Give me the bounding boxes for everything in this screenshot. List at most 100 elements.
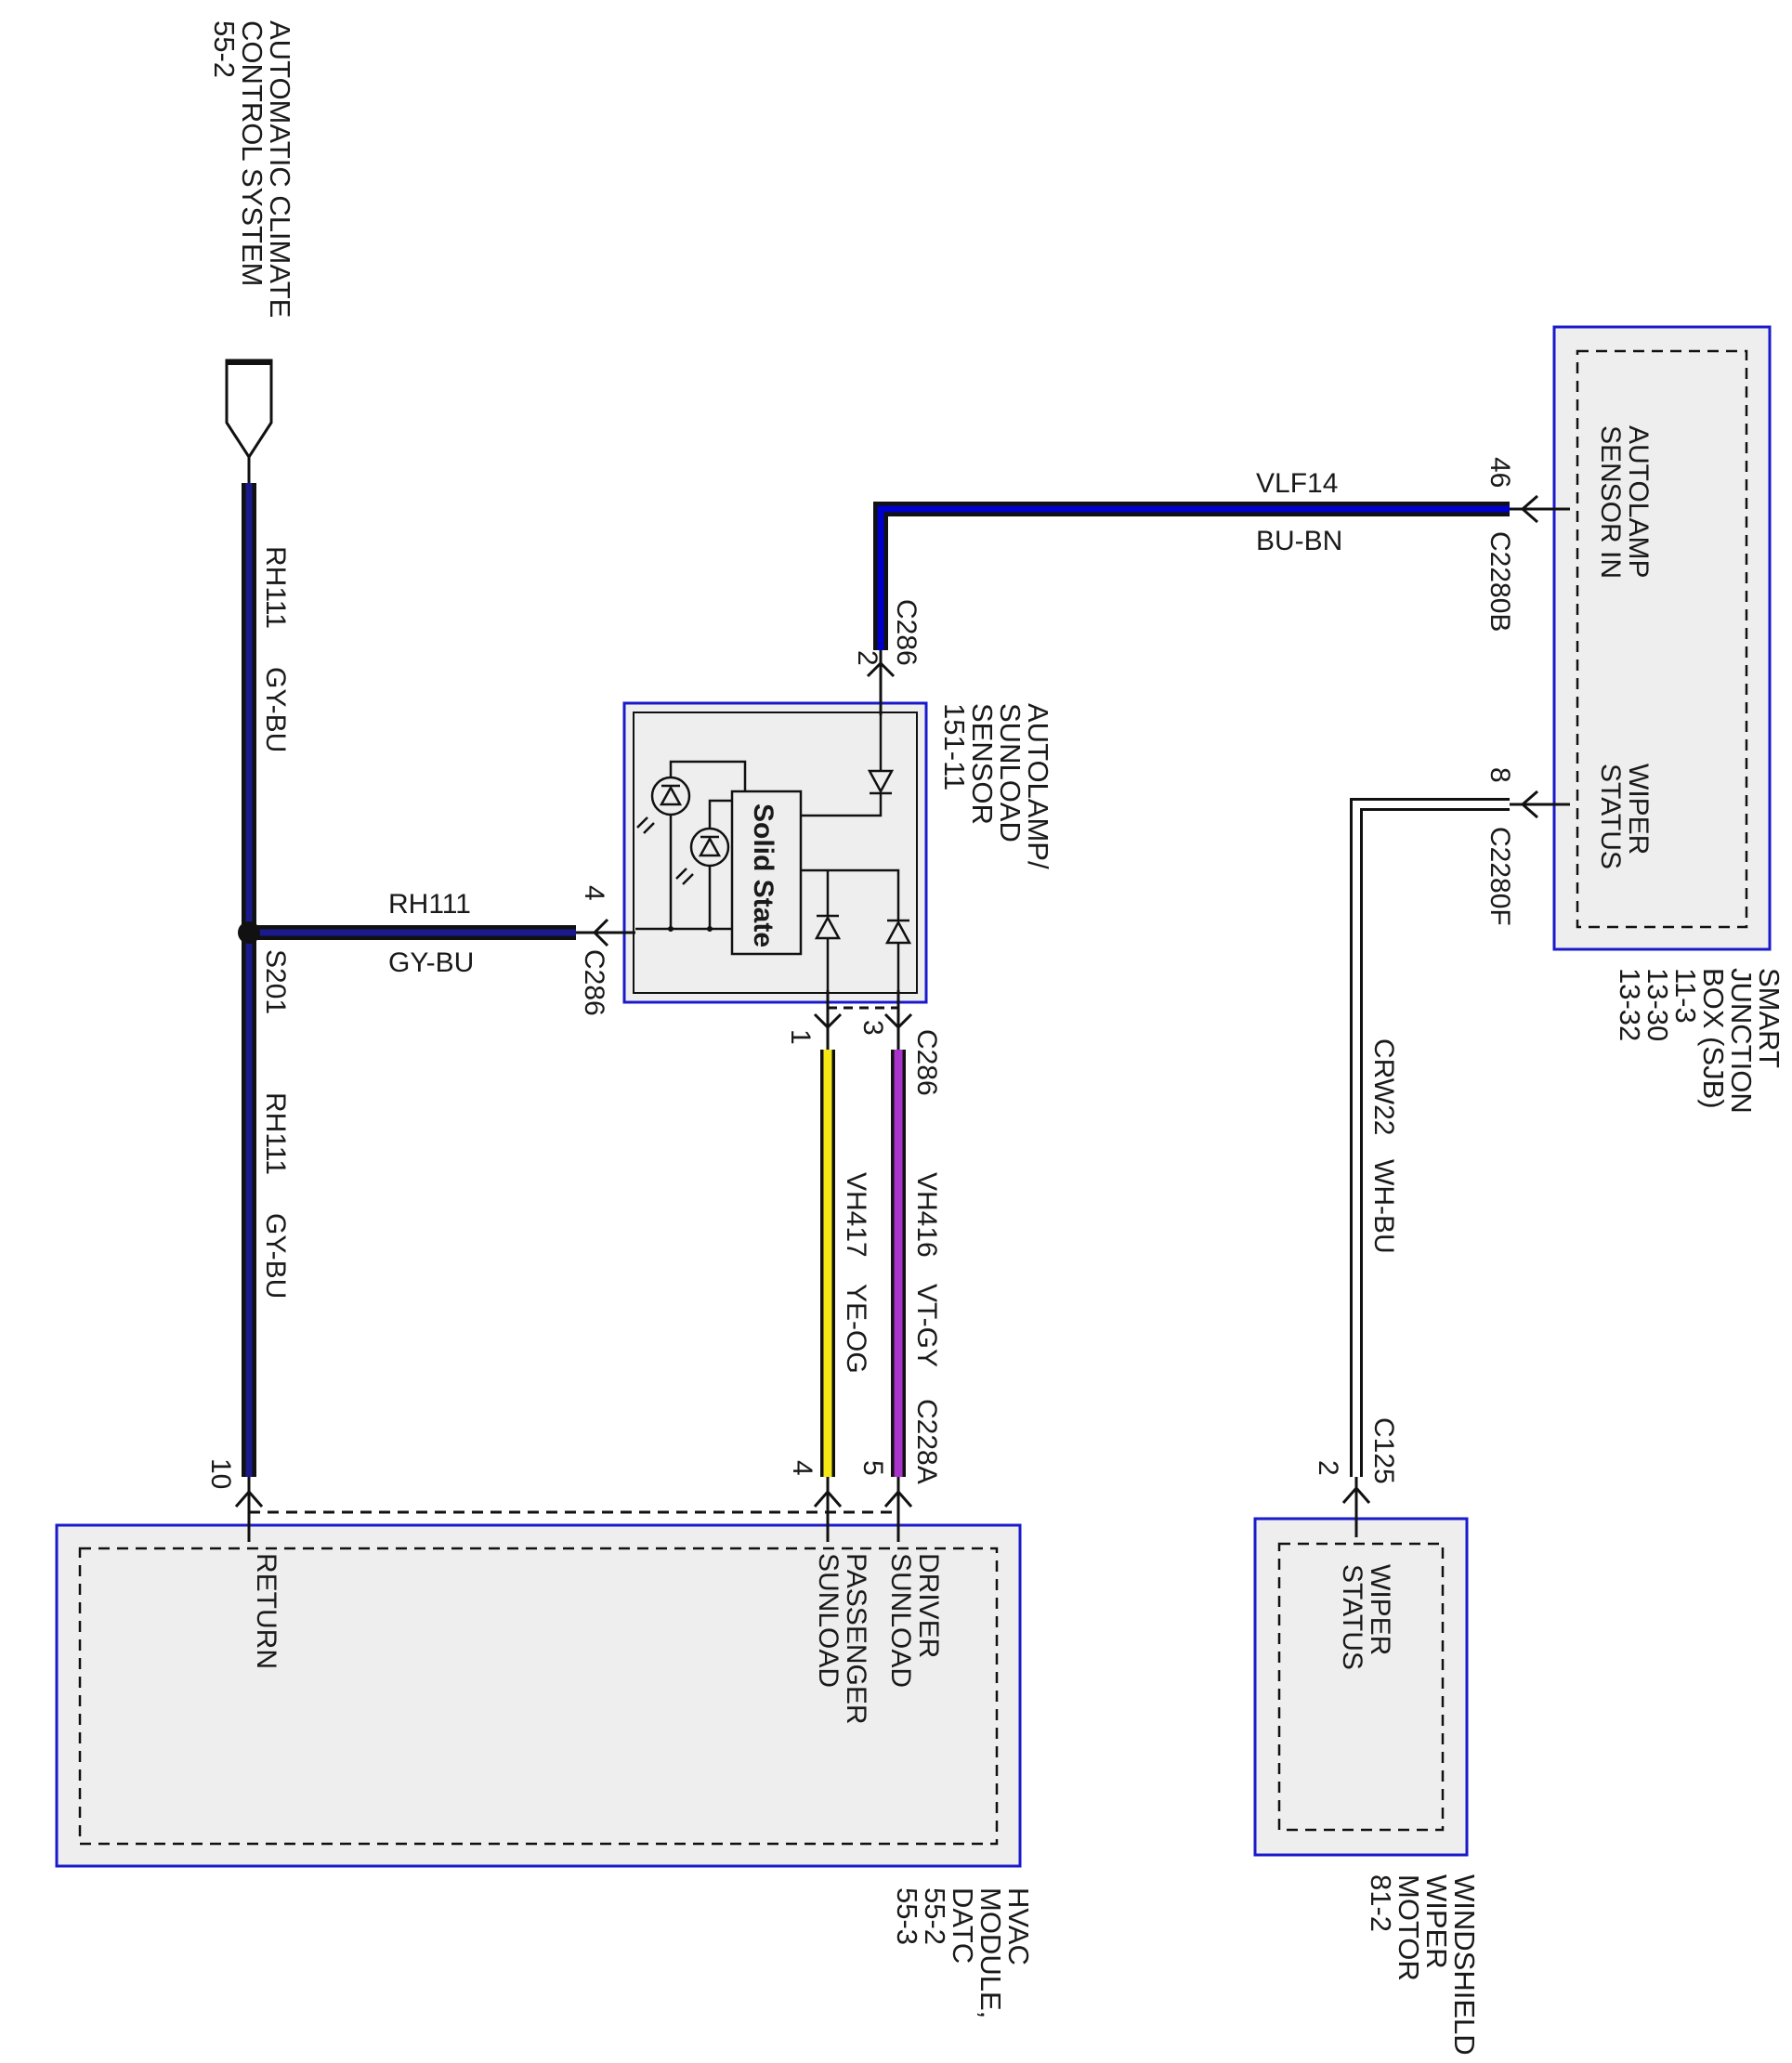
svg-text:S201: S201 bbox=[260, 949, 291, 1014]
svg-text:AUTOLAMP: AUTOLAMP bbox=[1623, 425, 1654, 579]
hvac-line-4: 55-2 bbox=[919, 1887, 951, 1945]
circuit-label: VH416 bbox=[911, 1172, 942, 1258]
hvac-pin-4: 4 bbox=[787, 1460, 818, 1476]
svg-text:C2280F: C2280F bbox=[1485, 827, 1515, 926]
svg-text:10: 10 bbox=[205, 1458, 236, 1489]
svg-text:46: 46 bbox=[1485, 457, 1515, 488]
hvac-pin-return: RETURN bbox=[251, 1553, 281, 1669]
svg-text:C228A: C228A bbox=[911, 1399, 942, 1484]
sjb-connector-c2280b: C2280B bbox=[1485, 531, 1515, 632]
color-code-label: VT-GY bbox=[911, 1284, 942, 1367]
sjb-pin-wiper-status: WIPER STATUS bbox=[1595, 764, 1654, 869]
wiper-pin-wiper-status: WIPER STATUS bbox=[1337, 1564, 1395, 1670]
wire-crw22 bbox=[1350, 798, 1510, 1477]
hvac-line-1: HVAC bbox=[1002, 1887, 1035, 1965]
sensor-line-4: 151-11 bbox=[938, 703, 971, 790]
sjb-line-4: 11-3 bbox=[1669, 968, 1702, 1024]
wire-vlf14 bbox=[873, 502, 1510, 650]
sensor-pin-2: 2 bbox=[852, 650, 883, 666]
sensor-pin-3: 3 bbox=[857, 1020, 888, 1036]
sjb-box[interactable] bbox=[1552, 325, 1772, 951]
svg-text:C125: C125 bbox=[1368, 1417, 1399, 1484]
sensor-internals bbox=[635, 715, 912, 990]
circuit-label: VH417 bbox=[841, 1172, 871, 1258]
svg-text:2: 2 bbox=[852, 650, 883, 666]
svg-text:SUNLOAD: SUNLOAD bbox=[813, 1553, 844, 1688]
sensor-line-3: SENSOR bbox=[966, 703, 999, 825]
svg-text:4: 4 bbox=[579, 885, 609, 901]
hvac-pin-5: 5 bbox=[857, 1460, 888, 1476]
sjb-connector-c2280f: C2280F bbox=[1485, 827, 1515, 926]
hvac-pin-passenger-sunload: PASSENGER SUNLOAD bbox=[813, 1553, 871, 1725]
sensor-line-1: AUTOLAMP/ bbox=[1022, 703, 1054, 869]
sensor-junction-dot bbox=[668, 926, 674, 932]
sjb-line-5: 13-30 bbox=[1642, 968, 1674, 1041]
wire-label-rh111-lower: RH111 GY-BU bbox=[260, 1092, 291, 1299]
wiper-label: WINDSHIELD WIPER MOTOR 81-2 bbox=[1365, 1874, 1481, 2056]
connector-arrows bbox=[234, 494, 1538, 1508]
hvac-line-5: 55-3 bbox=[891, 1887, 923, 1945]
climate-arrow-symbol bbox=[225, 359, 273, 483]
sensor-connector-top: C286 bbox=[891, 599, 922, 666]
hvac-connector-label: C228A bbox=[911, 1399, 942, 1484]
splice-s201 bbox=[238, 921, 260, 944]
svg-text:3: 3 bbox=[857, 1020, 888, 1036]
hvac-line-2: MODULE, bbox=[974, 1887, 1007, 2018]
wiper-box[interactable] bbox=[1253, 1517, 1469, 1857]
hvac-label: HVAC MODULE, DATC 55-2 55-3 bbox=[891, 1887, 1035, 2018]
svg-text:DRIVER: DRIVER bbox=[913, 1553, 944, 1658]
svg-text:2: 2 bbox=[1313, 1460, 1343, 1476]
sjb-line-6: 13-32 bbox=[1614, 968, 1646, 1041]
sjb-pin-8: 8 bbox=[1485, 767, 1515, 783]
sjb-label: SMART JUNCTION BOX (SJB) 11-3 13-30 13-3… bbox=[1614, 968, 1785, 1114]
hvac-box[interactable] bbox=[55, 1523, 1022, 1868]
wiper-line-2: WIPER bbox=[1420, 1874, 1453, 1969]
wire-label-vh416: VH416 VT-GY bbox=[911, 1172, 942, 1367]
wire-label-vh417: VH417 YE-OG bbox=[841, 1172, 871, 1374]
wiper-line-1: WINDSHIELD bbox=[1448, 1874, 1481, 2056]
svg-text:4: 4 bbox=[787, 1460, 818, 1476]
wiper-pin-2: 2 bbox=[1313, 1460, 1343, 1476]
sensor-connector-left: C286 bbox=[579, 949, 609, 1016]
svg-text:5: 5 bbox=[857, 1460, 888, 1476]
climate-line-3: 55-2 bbox=[208, 20, 241, 78]
hvac-pin-10: 10 bbox=[205, 1458, 236, 1489]
svg-text:1: 1 bbox=[785, 1029, 816, 1045]
svg-text:STATUS: STATUS bbox=[1595, 764, 1626, 869]
wire-label-crw22: CRW22 WH-BU bbox=[1368, 1038, 1399, 1254]
svg-text:C286: C286 bbox=[911, 1029, 942, 1096]
svg-text:PASSENGER: PASSENGER bbox=[841, 1553, 871, 1725]
wire-label-rh111-upper: RH111 GY-BU bbox=[260, 546, 291, 752]
wire-label-rh111-branch-circuit: RH111 bbox=[388, 889, 471, 920]
svg-text:SENSOR IN: SENSOR IN bbox=[1595, 425, 1626, 579]
svg-text:C286: C286 bbox=[579, 949, 609, 1016]
climate-label: AUTOMATIC CLIMATE CONTROL SYSTEM 55-2 bbox=[208, 20, 296, 318]
color-code-label: WH-BU bbox=[1368, 1159, 1399, 1254]
climate-line-2: CONTROL SYSTEM bbox=[236, 20, 268, 287]
wiper-line-3: MOTOR bbox=[1393, 1874, 1425, 1981]
hvac-pin-driver-sunload: DRIVER SUNLOAD bbox=[885, 1553, 944, 1688]
wiper-line-4: 81-2 bbox=[1365, 1874, 1397, 1932]
svg-text:C2280B: C2280B bbox=[1485, 531, 1515, 632]
hvac-line-3: DATC bbox=[947, 1887, 979, 1964]
sensor-pin-1: 1 bbox=[785, 1029, 816, 1045]
sensor-connector-bottom: C286 bbox=[911, 1029, 942, 1096]
circuit-label: CRW22 bbox=[1368, 1038, 1399, 1135]
wire-label-vlf14-color: BU-BN bbox=[1256, 526, 1342, 556]
svg-text:SUNLOAD: SUNLOAD bbox=[885, 1553, 916, 1688]
svg-text:WIPER: WIPER bbox=[1365, 1564, 1395, 1655]
svg-text:Solid State: Solid State bbox=[748, 803, 778, 947]
color-code-label: GY-BU bbox=[260, 1213, 291, 1299]
svg-text:RETURN: RETURN bbox=[251, 1553, 281, 1669]
sjb-line-2: JUNCTION bbox=[1725, 968, 1758, 1114]
circuit-label: RH111 bbox=[260, 546, 291, 629]
sensor-junction-dot bbox=[707, 926, 713, 932]
color-code-label: YE-OG bbox=[841, 1284, 871, 1374]
color-code-label: GY-BU bbox=[260, 667, 291, 752]
wire-label-vlf14-circuit: VLF14 bbox=[1256, 468, 1338, 499]
svg-text:8: 8 bbox=[1485, 767, 1515, 783]
sensor-pin-4: 4 bbox=[579, 885, 609, 901]
sensor-line-2: SUNLOAD bbox=[994, 703, 1027, 842]
splice-label: S201 bbox=[260, 949, 291, 1014]
